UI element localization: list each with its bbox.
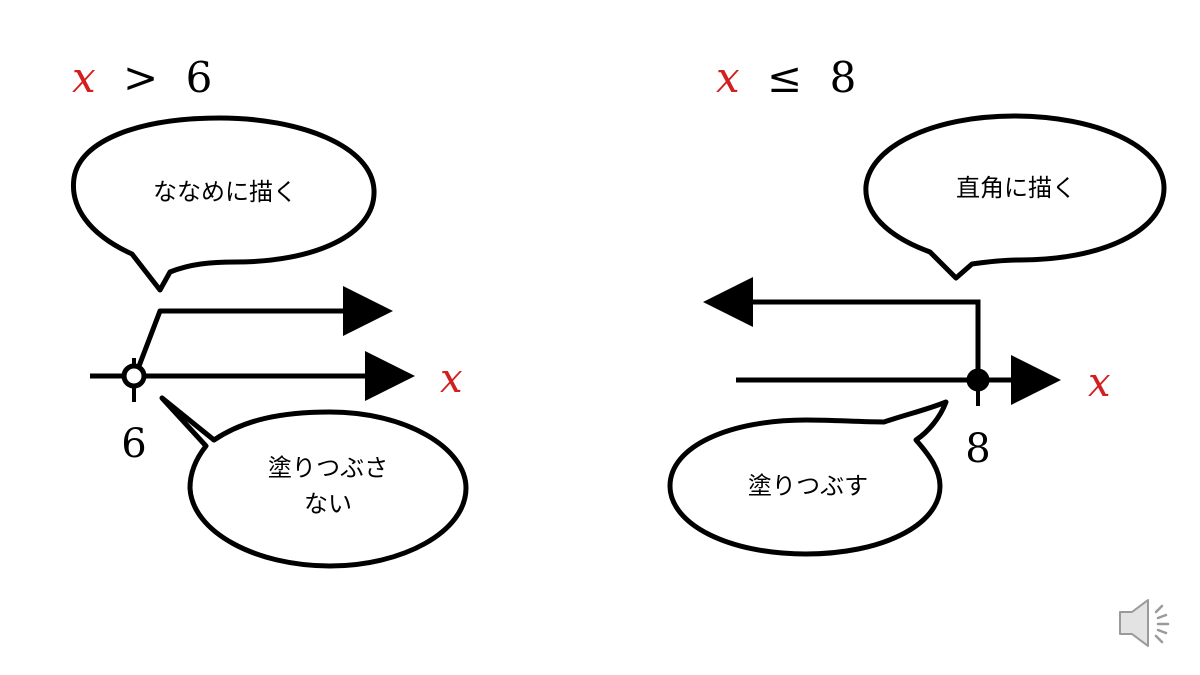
speaker-sound-waves [1154, 604, 1170, 644]
right-inequality-variable: x [716, 53, 740, 102]
right-axis-label: x [1088, 360, 1111, 406]
left-point-label: 6 [121, 421, 146, 467]
speaker-icon[interactable] [1119, 599, 1170, 647]
left-inequality-operator: > [123, 53, 158, 102]
left-bottom-bubble-text-line1: 塗りつぶさ [268, 454, 388, 482]
right-bottom-speech-bubble [667, 399, 949, 557]
left-open-point [121, 363, 147, 389]
left-axis-label: x [440, 356, 463, 402]
speaker-body [1119, 599, 1149, 647]
right-inequality-operator: ≤ [767, 53, 802, 102]
left-inequality-value: 6 [186, 53, 213, 102]
left-top-speech-bubble [70, 115, 377, 293]
left-panel: x > 6 ななめに描く x 6 塗りつぶさ ない [70, 53, 469, 569]
left-top-bubble-text: ななめに描く [153, 178, 297, 206]
left-bottom-speech-bubble [159, 395, 469, 569]
left-inequality-variable: x [72, 53, 96, 102]
left-solution-ray [133, 286, 393, 375]
right-top-speech-bubble [863, 113, 1167, 281]
right-bottom-bubble-text: 塗りつぶす [748, 472, 868, 500]
left-bottom-bubble-text-line2: ない [304, 490, 352, 518]
right-inequality: x ≤ 8 [716, 53, 856, 102]
right-point-label: 8 [965, 426, 990, 472]
right-panel: x ≤ 8 直角に描く x 8 塗りつぶす [667, 53, 1167, 557]
right-filled-point [966, 368, 990, 392]
right-top-bubble-text: 直角に描く [956, 174, 1076, 202]
left-inequality: x > 6 [72, 53, 212, 102]
right-inequality-value: 8 [830, 53, 857, 102]
right-solution-ray [703, 277, 981, 378]
